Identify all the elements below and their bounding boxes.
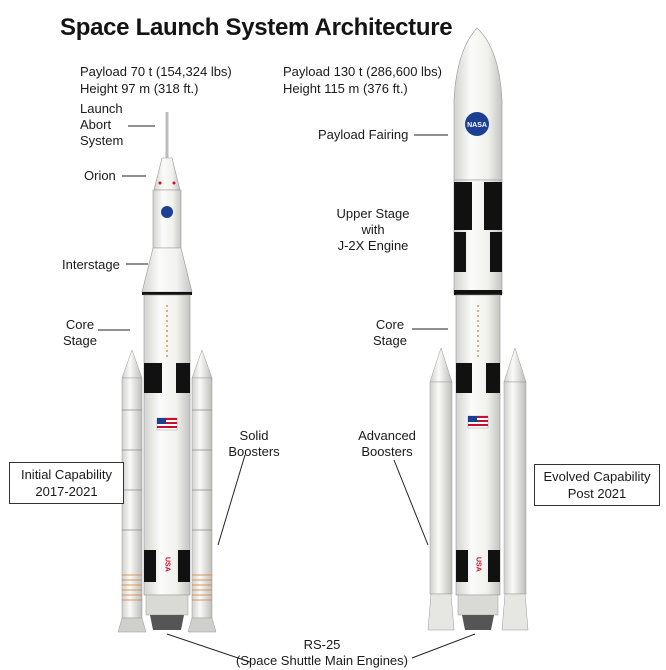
label-interstage: Interstage	[62, 257, 120, 272]
evolved-capability-box: Evolved Capability Post 2021	[534, 464, 660, 506]
initial-left-booster	[117, 349, 147, 633]
label-line: Upper Stage	[336, 206, 410, 221]
label-line: RS-25	[303, 637, 341, 652]
label-line: Advanced	[358, 428, 416, 443]
nasa-mark: NASA	[467, 122, 487, 129]
initial-specs: Payload 70 t (154,324 lbs) Height 97 m (…	[80, 63, 232, 97]
capability-line: 2017-2021	[35, 484, 98, 499]
label-line: Core	[65, 317, 95, 332]
label-core-stage-evolved: Core Stage	[370, 317, 410, 349]
label-line: Stage	[373, 333, 407, 348]
capability-line: Initial Capability	[20, 467, 113, 482]
initial-height: Height 97 m (318 ft.)	[80, 81, 199, 96]
label-solid-boosters: Solid Boosters	[222, 428, 286, 460]
leader-lines	[98, 125, 476, 663]
label-line: Boosters	[361, 444, 413, 459]
flag-icon	[156, 417, 178, 431]
usa-mark-evolved: USA	[475, 557, 482, 572]
initial-payload: Payload 70 t (154,324 lbs)	[80, 64, 232, 79]
label-upper-stage: Upper Stage with J-2X Engine	[332, 206, 414, 254]
page-title: Space Launch System Architecture	[60, 14, 453, 41]
evolved-left-booster	[427, 347, 455, 631]
label-advanced-boosters: Advanced Boosters	[352, 428, 422, 460]
evolved-rocket: NASA USA	[427, 27, 529, 631]
label-line: (Space Shuttle Main Engines)	[236, 653, 408, 668]
label-line: Abort	[80, 117, 112, 132]
label-line: Launch	[80, 101, 123, 116]
label-line: System	[80, 133, 124, 148]
nasa-logo-icon	[161, 206, 173, 218]
label-core-stage-initial: Core Stage	[60, 317, 100, 349]
flag-icon-evolved	[467, 415, 489, 429]
capability-line: Evolved Capability	[543, 469, 651, 484]
label-payload-fairing: Payload Fairing	[318, 127, 409, 142]
label-line: with	[361, 222, 385, 237]
capability-line: Post 2021	[567, 486, 627, 501]
label-line: Boosters	[228, 444, 280, 459]
evolved-height: Height 115 m (376 ft.)	[283, 81, 408, 96]
evolved-payload: Payload 130 t (286,600 lbs)	[283, 64, 442, 79]
rs25-engines-initial	[150, 615, 184, 630]
rs25-engines-evolved	[462, 615, 494, 630]
usa-mark-initial: USA	[164, 557, 171, 572]
label-line: J-2X Engine	[337, 238, 409, 253]
evolved-specs: Payload 130 t (286,600 lbs) Height 115 m…	[283, 63, 442, 97]
initial-rocket: USA	[117, 112, 217, 633]
payload-fairing	[453, 27, 503, 181]
initial-right-booster	[187, 349, 217, 633]
label-launch-abort-system: Launch Abort System	[80, 101, 123, 149]
orion-capsule	[153, 157, 181, 191]
label-rs25-engines: RS-25 (Space Shuttle Main Engines)	[232, 637, 412, 669]
label-line: Core	[375, 317, 405, 332]
label-orion: Orion	[84, 168, 116, 183]
initial-capability-box: Initial Capability 2017-2021	[9, 462, 124, 504]
label-line: Solid	[239, 428, 269, 443]
label-line: Stage	[63, 333, 97, 348]
interstage	[141, 247, 193, 293]
nasa-logo-icon-evolved	[465, 112, 489, 136]
evolved-right-booster	[501, 347, 529, 631]
